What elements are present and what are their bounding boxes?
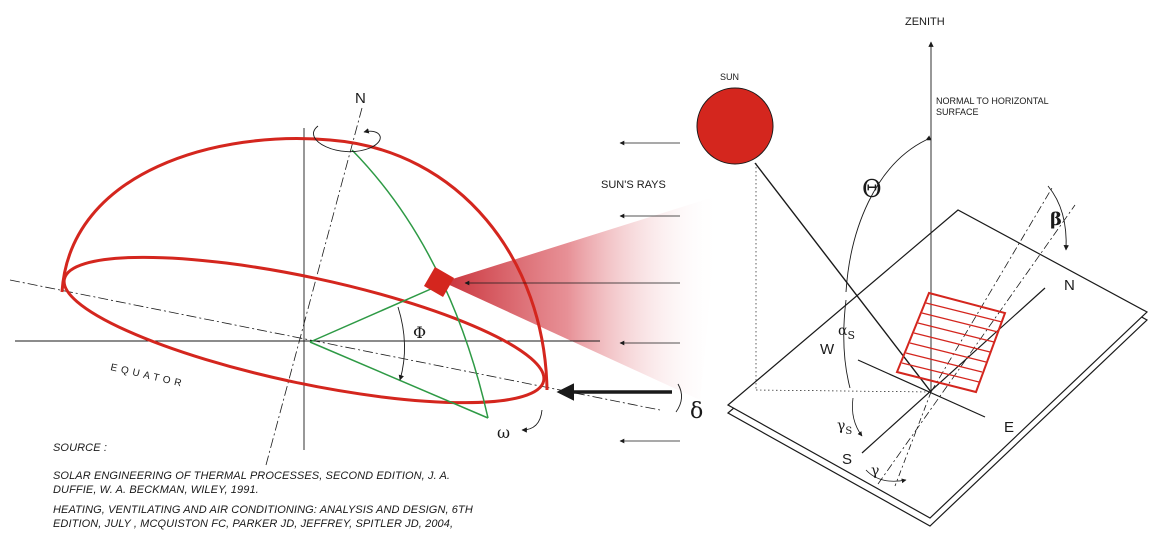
surface-azimuth-arc [865,469,907,484]
equator-axis-line [9,279,661,411]
equator-label: EQUATOR [109,362,186,390]
observer-point [423,266,455,298]
delta-label: δ [690,399,703,424]
source-block: SOURCE : SOLAR ENGINEERING OF THERMAL PR… [53,442,473,530]
sun-label: SUN [720,72,739,82]
north-label-left: N [355,90,366,107]
reference-2-line-2: EDITION, JULY , MCQUISTON FC, PARKER JD,… [53,518,453,530]
omega-arrow [521,409,543,433]
reference-1-line-2: DUFFIE, W. A. BECKMAN, WILEY, 1991. [53,484,259,496]
sun-to-surface-line [754,162,932,393]
sun-circle [696,87,774,165]
gamma-s-label: γS [837,418,852,437]
solar-azimuth-arc [852,397,863,437]
theta-angle-arc [845,135,932,293]
sun-projection-horizontal [755,389,932,393]
sun-rays-group: SUN'S RAYS SUN [464,72,774,444]
west-label: W [820,341,835,358]
beta-label: β [1050,209,1062,230]
reference-2-line-1: HEATING, VENTILATING AND AIR CONDITIONIN… [53,504,473,516]
west-east-line [857,359,986,418]
polar-axis-line [265,107,363,466]
radius-to-sun-point [309,284,441,343]
equator-ellipse [62,255,546,405]
beta-angle-arc [1047,185,1069,251]
source-heading: SOURCE : [53,442,107,454]
suns-rays-label: SUN'S RAYS [601,179,666,191]
celestial-sphere: Φ N EQUATOR ω δ [9,90,720,466]
radius-to-equator [309,341,489,419]
omega-label: ω [497,423,510,442]
horizontal-plane [726,209,1149,519]
phi-angle-arc [397,306,405,381]
sun-ray-beam [443,195,720,400]
delta-bracket [675,383,682,413]
south-north-line [861,287,1046,454]
surface-geometry: ZENITH NORMAL TO HORIZONTAL SURFACE Θ [726,16,1149,527]
north-label-right: N [1064,277,1075,294]
south-label: S [842,451,852,468]
tilt-axis-line [877,204,1076,485]
east-label: E [1004,419,1014,436]
azimuth-projection-line [894,391,932,487]
normal-label-line2: SURFACE [936,107,979,117]
normal-label-line1: NORMAL TO HORIZONTAL [936,96,1049,106]
tilted-collector [895,291,1007,394]
surface-normal-line [930,187,1053,393]
theta-label: Θ [862,175,882,203]
rotation-arrow [313,125,381,153]
zenith-label: ZENITH [905,16,945,28]
reference-1-line-1: SOLAR ENGINEERING OF THERMAL PROCESSES, … [53,470,450,482]
phi-label: Φ [413,323,426,342]
upper-hemisphere-outline [60,137,549,391]
alpha-s-label: αS [838,323,855,342]
altitude-angle-arc [843,299,851,389]
gamma-label: γ [871,463,879,479]
